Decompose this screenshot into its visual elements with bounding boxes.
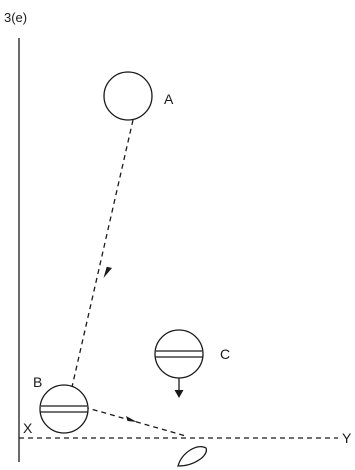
label-b: B: [33, 374, 42, 390]
circle-c-down-arrow-head: [174, 390, 184, 398]
label-x: X: [23, 420, 33, 436]
label-c: C: [220, 346, 230, 362]
circle-b: [39, 384, 89, 434]
circle-a: [103, 71, 153, 121]
arrowhead-a-to-b: [103, 266, 112, 278]
circle-c: [154, 329, 204, 379]
leaf-shape: [177, 446, 208, 467]
trajectory-a-to-b: [71, 119, 134, 388]
figure-label: 3(e): [4, 10, 27, 25]
label-a: A: [164, 91, 174, 107]
label-y: Y: [342, 430, 352, 446]
arrowhead-b-to-ground: [126, 416, 137, 422]
